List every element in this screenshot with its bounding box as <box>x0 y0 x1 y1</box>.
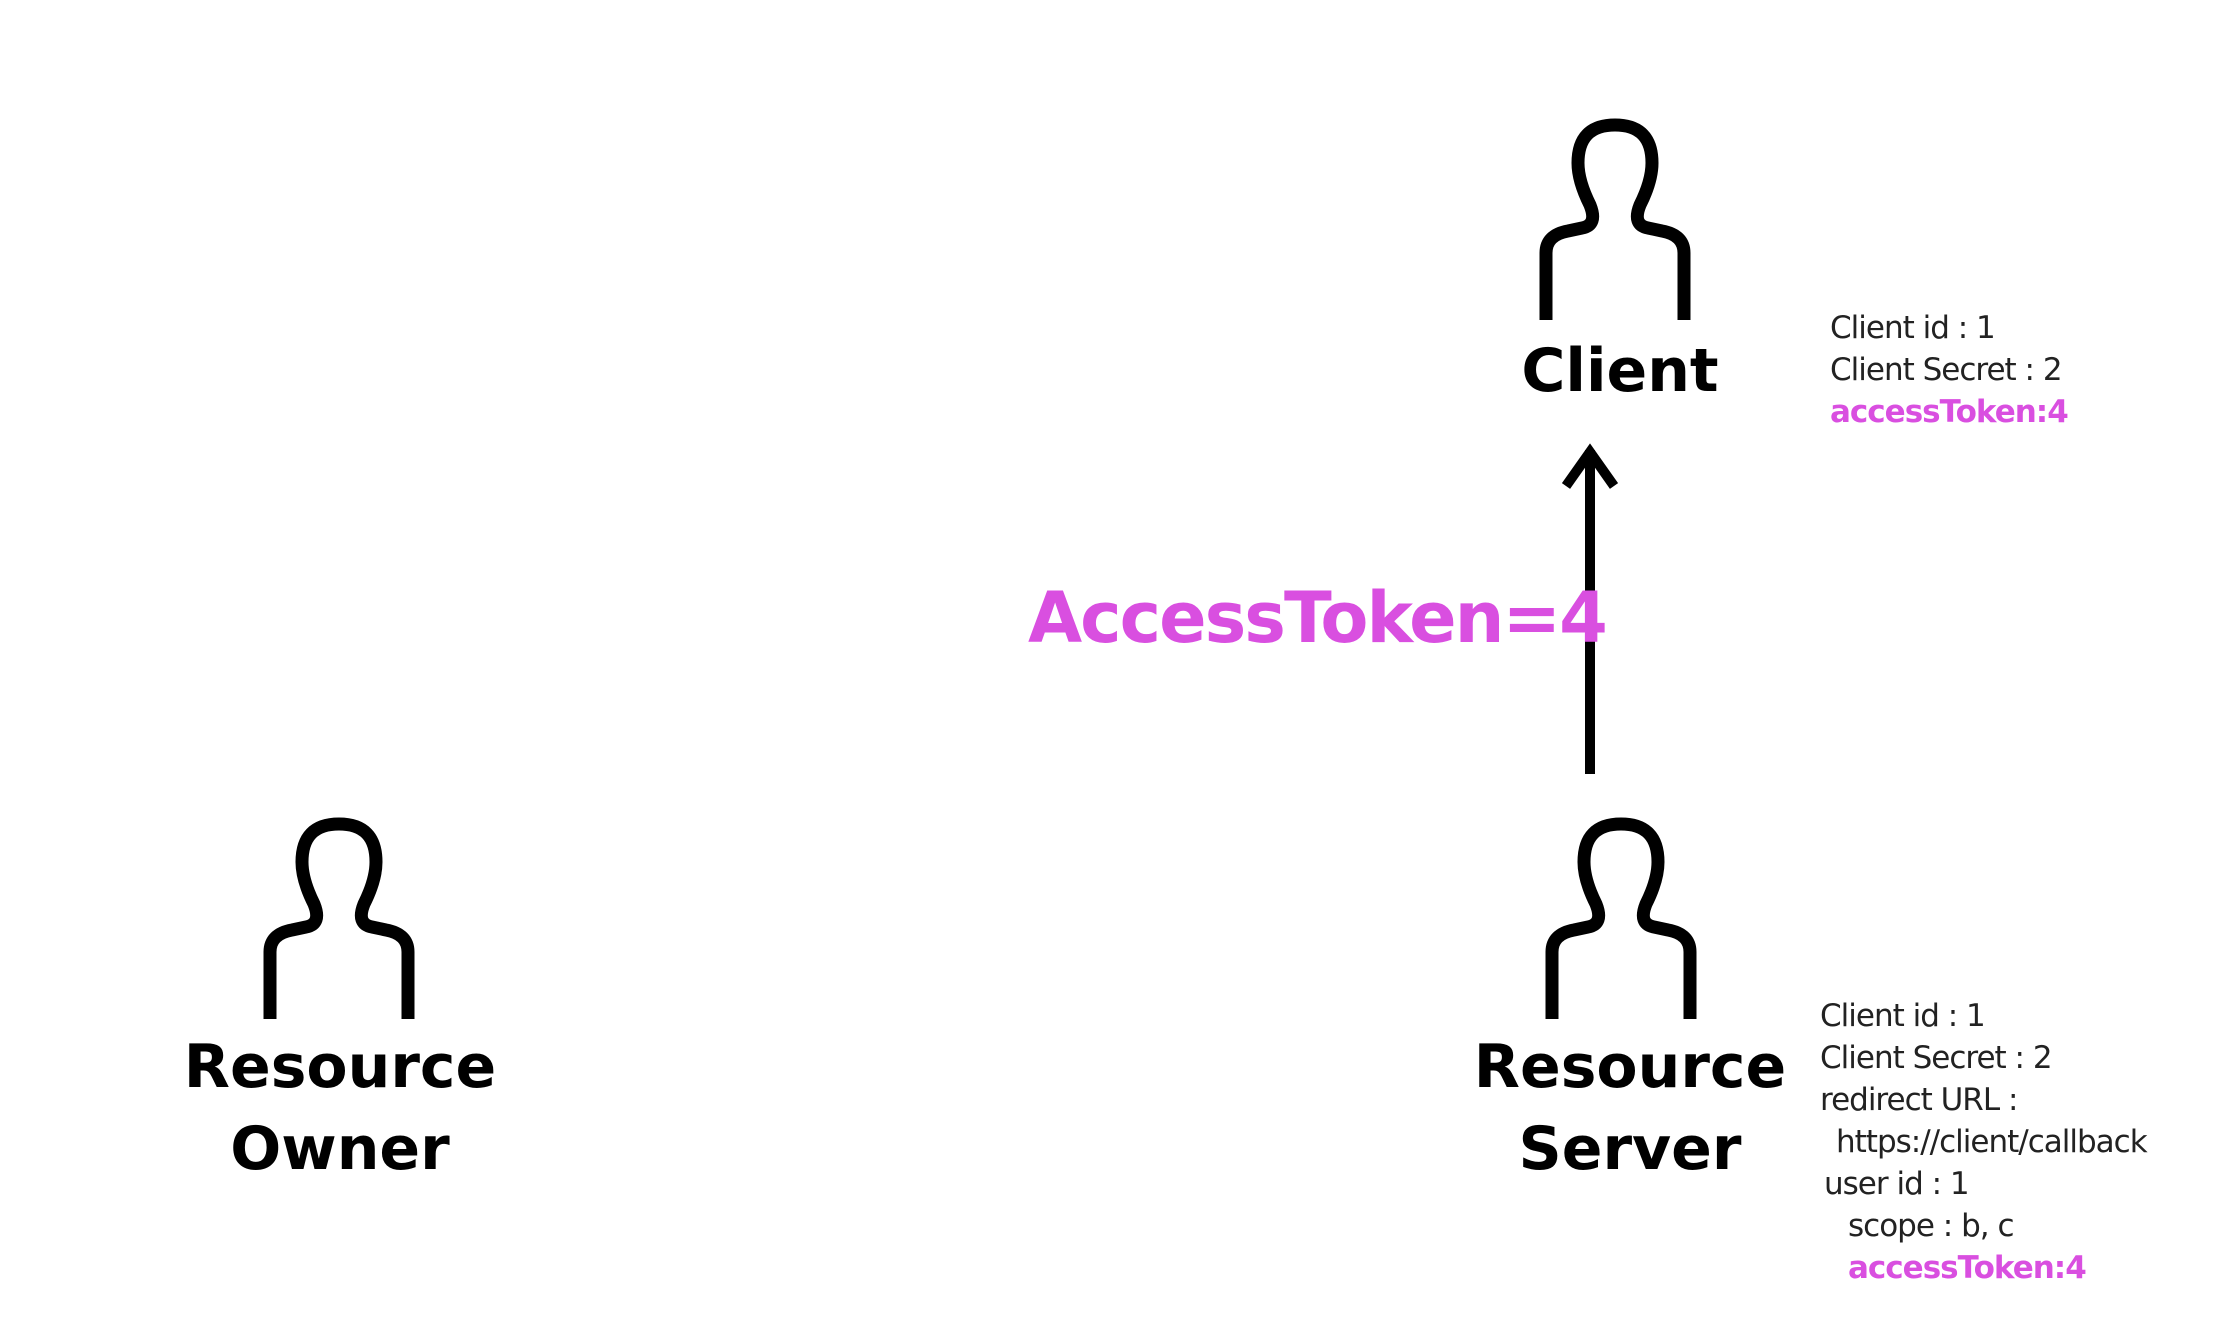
server-info-scope: scope : b, c <box>1848 1208 2014 1244</box>
server-info-client-id: Client id : 1 <box>1820 998 1986 1034</box>
client-info-access-token: accessToken:4 <box>1830 394 2069 430</box>
access-token-arrow <box>1561 443 1619 774</box>
server-info-panel: Client id : 1 Client Secret : 2 redirect… <box>1820 995 2148 1289</box>
server-info-client-secret: Client Secret : 2 <box>1820 1040 2053 1076</box>
client-info-panel: Client id : 1 Client Secret : 2 accessTo… <box>1830 307 2069 433</box>
resource-server-label-line1: Resource <box>1473 1032 1787 1102</box>
resource-owner-person-icon <box>263 817 415 1019</box>
server-info-redirect-url-value: https://client/callback <box>1836 1124 2148 1160</box>
resource-server-person-icon <box>1545 817 1697 1019</box>
resource-owner-label-line2: Owner <box>230 1114 450 1184</box>
access-token-flow-label: AccessToken=4 <box>1028 577 1608 659</box>
server-info-access-token: accessToken:4 <box>1848 1250 2087 1286</box>
resource-owner-label-line1: Resource <box>183 1032 497 1102</box>
client-label: Client <box>1521 336 1719 406</box>
resource-server-label: Resource Server <box>1450 1026 1810 1190</box>
resource-server-label-line2: Server <box>1518 1114 1742 1184</box>
resource-owner-label: Resource Owner <box>160 1026 520 1190</box>
client-info-client-id: Client id : 1 <box>1830 310 1996 346</box>
client-info-client-secret: Client Secret : 2 <box>1830 352 2063 388</box>
client-person-icon <box>1539 118 1691 320</box>
server-info-user-id: user id : 1 <box>1824 1166 1970 1202</box>
server-info-redirect-url-label: redirect URL : <box>1820 1082 2018 1118</box>
